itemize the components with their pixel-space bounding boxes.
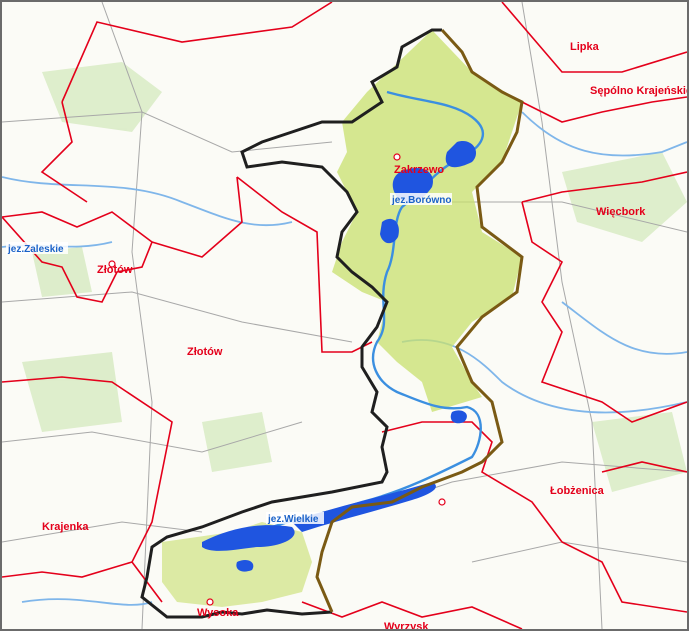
label-sepolno: Sępólno Krajeńskie xyxy=(590,85,687,97)
label-wysoka: Wysoka xyxy=(197,607,239,619)
label-lake-zaleskie: jez.Zaleskie xyxy=(7,244,64,255)
lake-zakrzewo xyxy=(445,141,477,168)
lake-wielkie xyxy=(202,525,295,551)
label-wiecbork: Więcbork xyxy=(596,206,646,218)
forest-patches xyxy=(22,62,687,492)
label-lipka: Lipka xyxy=(570,41,600,53)
label-lobzenica: Łobżenica xyxy=(550,485,605,497)
label-lake-borowno: jez.Borówno xyxy=(391,195,451,206)
main-river xyxy=(271,90,484,529)
lake-small-1 xyxy=(236,559,254,572)
natura-boundary-dark[interactable] xyxy=(140,28,442,619)
protected-area[interactable] xyxy=(332,30,522,412)
town-markers xyxy=(108,153,446,606)
label-zakrzewo: Zakrzewo xyxy=(394,164,444,176)
label-wyrzysk: Wyrzysk xyxy=(384,621,429,629)
label-lake-wielkie: jez.Wielkie xyxy=(267,514,319,525)
label-krajenka: Krajenka xyxy=(42,521,89,533)
lake-north xyxy=(380,218,399,244)
label-zlotow-commune: Złotów xyxy=(187,346,223,358)
lake-small-2 xyxy=(450,410,467,424)
label-zlotow-town: Złotów xyxy=(97,264,133,276)
natura-boundary-brown[interactable] xyxy=(315,28,524,613)
